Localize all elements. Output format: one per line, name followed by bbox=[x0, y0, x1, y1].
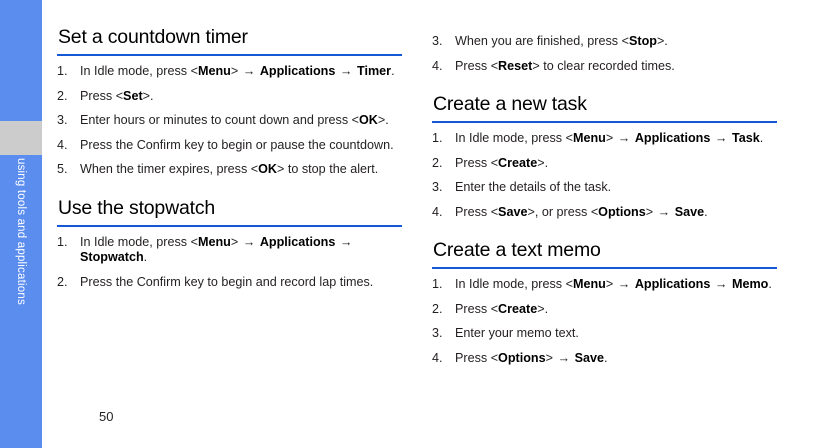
step-item: 5. When the timer expires, press <OK> to … bbox=[57, 162, 402, 178]
step-number: 2. bbox=[432, 301, 443, 316]
step-text: When the timer expires, press <OK> to st… bbox=[80, 162, 379, 176]
step-number: 4. bbox=[432, 58, 443, 73]
step-list: 1. In Idle mode, press <Menu> → Applicati… bbox=[432, 131, 777, 220]
page-number: 50 bbox=[99, 409, 114, 424]
side-tab-gap bbox=[0, 121, 42, 155]
step-item: 2. Press the Confirm key to begin and rec… bbox=[57, 275, 402, 291]
step-text: Press the Confirm key to begin or pause … bbox=[80, 137, 394, 152]
step-text: In Idle mode, press <Menu> → Application… bbox=[80, 234, 353, 265]
step-text: Enter your memo text. bbox=[455, 326, 579, 340]
section: Set a countdown timer 1. In Idle mode, pre… bbox=[57, 26, 402, 178]
step-number: 3. bbox=[57, 113, 68, 127]
section: Use the stopwatch 1. In Idle mode, press <… bbox=[57, 197, 402, 291]
step-number: 1. bbox=[57, 234, 68, 249]
step-item: 4. Press <Options> → Save. bbox=[432, 351, 777, 367]
step-number: 3. bbox=[432, 326, 443, 340]
step-text: Press <Create>. bbox=[455, 301, 549, 316]
step-item: 4. Press <Save>, or press <Options> → Sav… bbox=[432, 205, 777, 221]
step-number: 2. bbox=[57, 88, 68, 103]
step-text: Press the Confirm key to begin and recor… bbox=[80, 274, 374, 289]
step-number: 5. bbox=[57, 162, 68, 176]
step-item: 2. Press <Create>. bbox=[432, 302, 777, 318]
step-item: 1. In Idle mode, press <Menu> → Applicati… bbox=[57, 235, 402, 266]
side-tab-label: using tools and applications bbox=[0, 158, 42, 408]
step-number: 3. bbox=[432, 34, 443, 48]
step-number: 1. bbox=[432, 277, 443, 291]
step-number: 2. bbox=[432, 155, 443, 170]
step-item: 3. Enter hours or minutes to count down a… bbox=[57, 113, 402, 129]
step-item: 4. Press <Reset> to clear recorded times. bbox=[432, 59, 777, 75]
step-item: 3. When you are finished, press <Stop>. bbox=[432, 34, 777, 50]
step-text: In Idle mode, press <Menu> → Application… bbox=[455, 277, 772, 291]
section-heading: Use the stopwatch bbox=[57, 197, 402, 227]
section-heading: Set a countdown timer bbox=[57, 26, 402, 56]
step-list: 1. In Idle mode, press <Menu> → Applicati… bbox=[57, 64, 402, 178]
step-item: 2. Press <Set>. bbox=[57, 89, 402, 105]
section: Create a new task 1. In Idle mode, press <… bbox=[432, 93, 777, 220]
step-item: 2. Press <Create>. bbox=[432, 156, 777, 172]
column-right: 3. When you are finished, press <Stop>. 4.… bbox=[432, 26, 777, 366]
step-item: 1. In Idle mode, press <Menu> → Applicati… bbox=[432, 131, 777, 147]
step-item: 3. Enter the details of the task. bbox=[432, 180, 777, 196]
step-text: When you are finished, press <Stop>. bbox=[455, 34, 668, 48]
step-item: 1. In Idle mode, press <Menu> → Applicati… bbox=[57, 64, 402, 80]
step-number: 4. bbox=[432, 350, 443, 365]
step-text: Press <Set>. bbox=[80, 88, 154, 103]
step-item: 3. Enter your memo text. bbox=[432, 326, 777, 342]
section-heading: Create a text memo bbox=[432, 239, 777, 269]
side-tab-label-text: using tools and applications bbox=[15, 158, 27, 305]
step-list: 1. In Idle mode, press <Menu> → Applicati… bbox=[57, 235, 402, 291]
step-text: In Idle mode, press <Menu> → Application… bbox=[80, 64, 395, 78]
side-tab-band: using tools and applications bbox=[0, 0, 42, 448]
step-number: 1. bbox=[432, 131, 443, 145]
step-text: Enter hours or minutes to count down and… bbox=[80, 113, 389, 127]
step-item: 4. Press the Confirm key to begin or paus… bbox=[57, 138, 402, 154]
step-text: Press <Reset> to clear recorded times. bbox=[455, 58, 675, 73]
section: Create a text memo 1. In Idle mode, press … bbox=[432, 239, 777, 366]
step-list: 1. In Idle mode, press <Menu> → Applicati… bbox=[432, 277, 777, 366]
step-number: 4. bbox=[432, 204, 443, 219]
step-text: Enter the details of the task. bbox=[455, 180, 612, 194]
column-left: Set a countdown timer 1. In Idle mode, pre… bbox=[57, 26, 402, 290]
section-heading: Create a new task bbox=[432, 93, 777, 123]
step-number: 4. bbox=[57, 137, 68, 152]
step-number: 2. bbox=[57, 274, 68, 289]
step-text: Press <Save>, or press <Options> → Save. bbox=[455, 204, 708, 219]
step-list: 3. When you are finished, press <Stop>. 4.… bbox=[432, 34, 777, 74]
step-text: In Idle mode, press <Menu> → Application… bbox=[455, 131, 764, 145]
step-text: Press <Options> → Save. bbox=[455, 350, 608, 365]
page-content: Set a countdown timer 1. In Idle mode, pre… bbox=[42, 0, 828, 448]
step-number: 3. bbox=[432, 180, 443, 194]
section: 3. When you are finished, press <Stop>. 4.… bbox=[432, 34, 777, 74]
step-text: Press <Create>. bbox=[455, 155, 549, 170]
step-item: 1. In Idle mode, press <Menu> → Applicati… bbox=[432, 277, 777, 293]
step-number: 1. bbox=[57, 64, 68, 78]
